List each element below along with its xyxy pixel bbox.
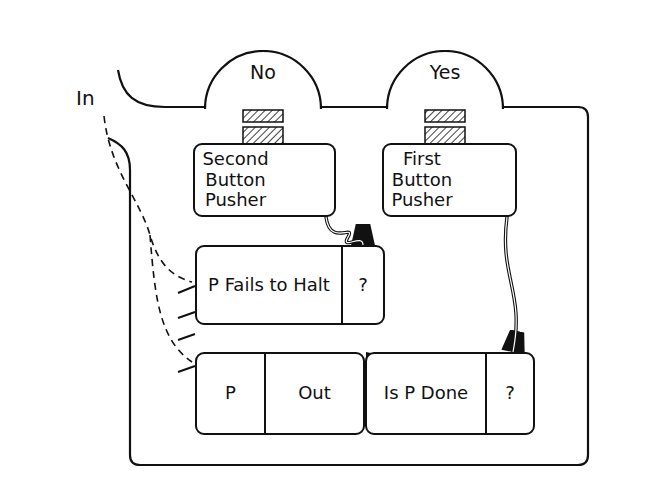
button-label: Yes — [386, 62, 504, 84]
done-detector: Is P Done? — [365, 352, 535, 435]
yes-button: Yes — [386, 50, 504, 109]
box-label: ? — [505, 383, 515, 404]
box-label: P — [225, 383, 236, 404]
input-funnel — [178, 286, 195, 318]
box-label: P Fails to Halt — [208, 275, 330, 296]
box-label: ? — [358, 275, 368, 296]
box-label: Is P Done — [384, 383, 468, 404]
button-label: No — [204, 62, 322, 84]
program-box: P Out — [195, 352, 365, 435]
box-label: First Button Pusher — [390, 149, 454, 211]
wire-core — [326, 217, 363, 245]
wire-connector — [505, 217, 516, 352]
no-button: No — [204, 50, 322, 109]
halt-detector: P Fails to Halt? — [195, 245, 385, 325]
input-funnel — [178, 334, 195, 372]
wire-core — [505, 217, 516, 352]
box-label: Second Button Pusher — [201, 149, 270, 211]
input-path — [104, 116, 192, 282]
housing-outline — [108, 70, 588, 465]
button-pusher: First Button Pusher — [382, 143, 517, 217]
button-plunger — [425, 110, 465, 122]
wire-connector — [326, 217, 363, 245]
button-pusher: Second Button Pusher — [193, 143, 336, 217]
button-plunger — [243, 110, 283, 122]
input-path — [150, 235, 192, 362]
box-label: Out — [298, 383, 331, 404]
input-label: In — [76, 86, 95, 110]
